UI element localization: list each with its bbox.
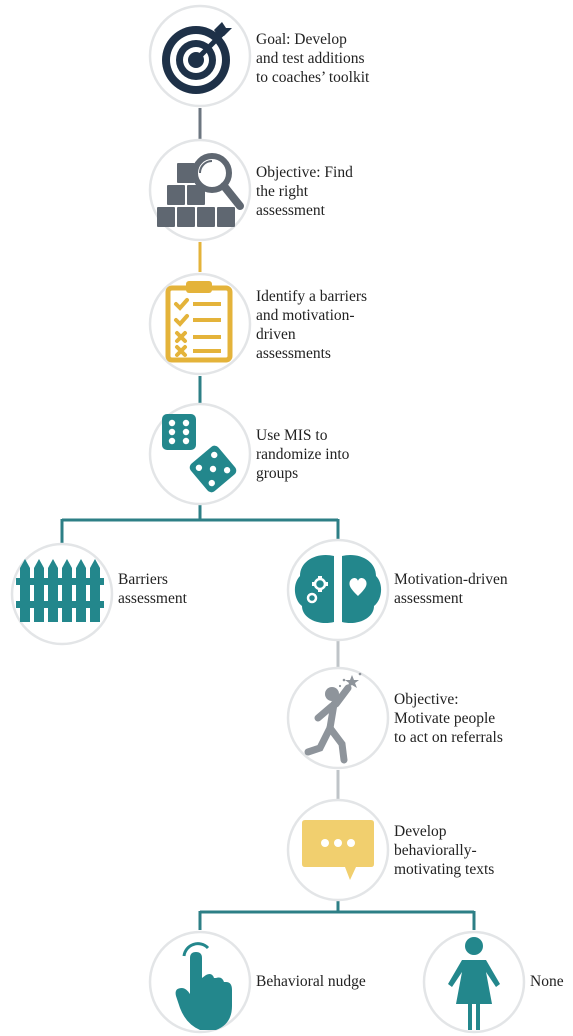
jumping-person-icon bbox=[304, 672, 362, 764]
label-line: assessment bbox=[256, 202, 325, 219]
label-line: driven bbox=[256, 326, 296, 343]
node-objective-find bbox=[148, 138, 252, 242]
dice-icon bbox=[162, 414, 237, 493]
node-goal bbox=[148, 4, 252, 108]
label-line: assessments bbox=[256, 345, 331, 362]
node-circle bbox=[286, 666, 390, 770]
node-mis bbox=[148, 402, 252, 506]
connectors bbox=[60, 108, 476, 930]
label-line: Behavioral nudge bbox=[256, 973, 366, 990]
node-develop-texts bbox=[286, 798, 390, 902]
label-line: None bbox=[530, 973, 564, 990]
label-line: to act on referrals bbox=[394, 729, 503, 746]
label-line: Objective: Find bbox=[256, 164, 353, 181]
label-develop-texts: Develop behaviorally- motivating texts bbox=[394, 822, 494, 879]
label-line: randomize into bbox=[256, 446, 350, 463]
label-nudge: Behavioral nudge bbox=[256, 972, 366, 991]
node-identify bbox=[148, 272, 252, 376]
label-objective-motivate: Objective: Motivate people to act on ref… bbox=[394, 690, 503, 747]
node-motivation bbox=[286, 538, 390, 642]
label-line: Use MIS to bbox=[256, 427, 328, 444]
label-none: None bbox=[530, 972, 564, 991]
label-line: Motivate people bbox=[394, 710, 496, 727]
label-motivation: Motivation-driven assessment bbox=[394, 570, 508, 608]
clipboard-checklist-icon bbox=[165, 281, 233, 363]
label-line: the right bbox=[256, 183, 309, 200]
node-barriers bbox=[10, 542, 114, 646]
shrugging-person-icon bbox=[448, 937, 500, 1030]
magnifier-boxes-icon bbox=[157, 153, 244, 227]
label-line: and test additions bbox=[256, 50, 365, 67]
node-circle bbox=[148, 272, 252, 376]
node-nudge bbox=[148, 930, 252, 1034]
label-goal: Goal: Develop and test additions to coac… bbox=[256, 30, 369, 87]
label-line: groups bbox=[256, 465, 299, 482]
label-line: behaviorally- bbox=[394, 842, 477, 859]
label-line: assessment bbox=[394, 590, 463, 607]
label-line: Barriers bbox=[118, 571, 168, 588]
label-line: Identify a barriers bbox=[256, 288, 368, 305]
label-barriers: Barriers assessment bbox=[118, 570, 187, 608]
label-objective-find: Objective: Find the right assessment bbox=[256, 163, 353, 220]
fence-icon bbox=[16, 559, 104, 622]
pointing-hand-icon bbox=[175, 942, 232, 1030]
label-line: Goal: Develop bbox=[256, 31, 347, 48]
label-mis: Use MIS to randomize into groups bbox=[256, 426, 349, 483]
label-line: Objective: bbox=[394, 691, 459, 708]
label-line: assessment bbox=[118, 590, 187, 607]
brain-icon bbox=[294, 554, 382, 624]
label-identify: Identify a barriers and motivation- driv… bbox=[256, 287, 367, 363]
node-objective-motivate bbox=[286, 666, 390, 770]
node-none bbox=[422, 930, 526, 1034]
target-icon bbox=[162, 22, 232, 94]
label-line: Develop bbox=[394, 823, 447, 840]
label-line: Motivation-driven bbox=[394, 571, 508, 588]
label-line: motivating texts bbox=[394, 861, 495, 878]
label-line: to coaches’ toolkit bbox=[256, 69, 370, 86]
chat-bubble-icon bbox=[302, 820, 374, 880]
label-line: and motivation- bbox=[256, 307, 355, 324]
